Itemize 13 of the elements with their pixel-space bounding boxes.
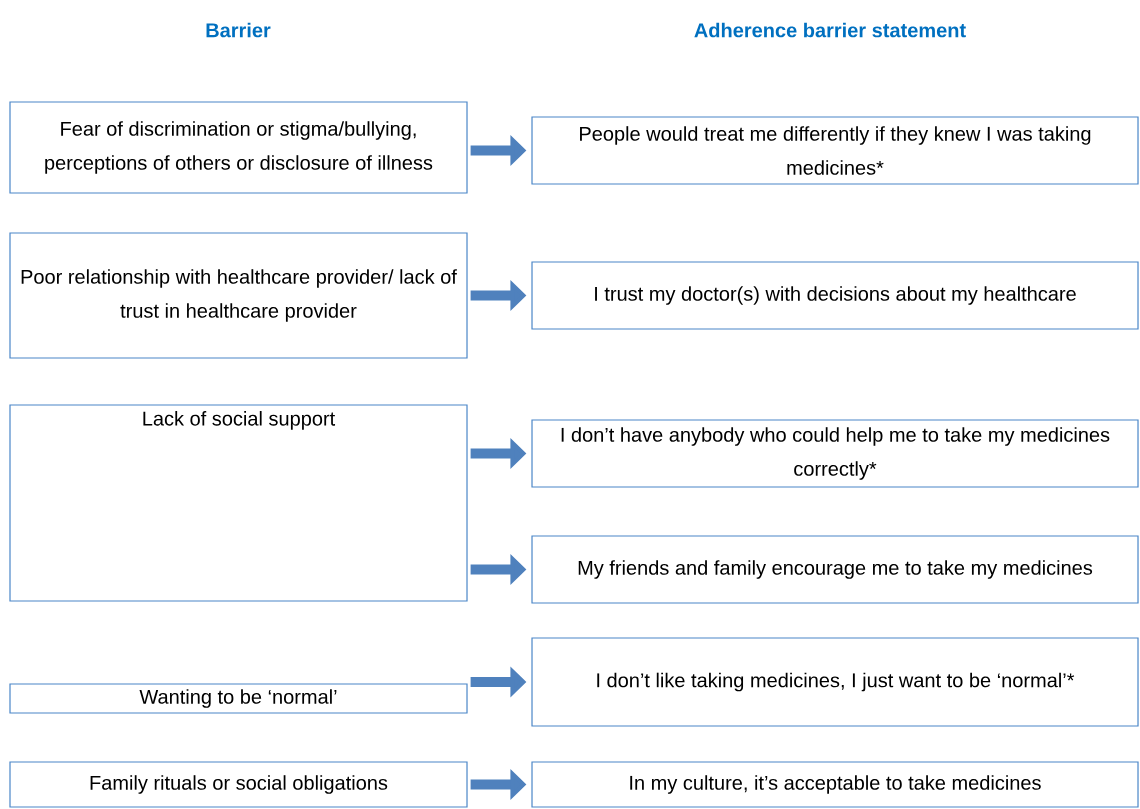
text-box: I don’t have anybody who could help me to take my medicines correctly* <box>531 419 1139 488</box>
text-box: People would treat me differently if they knew I was taking medicines* <box>531 116 1139 185</box>
text-box: I don’t like taking medicines, I just want to be ‘normal’* <box>531 637 1139 727</box>
text-box: My friends and family encourage me to take my medicines <box>531 535 1139 604</box>
text-box: Wanting to be ‘normal’ <box>9 683 468 714</box>
text-box: I trust my doctor(s) with decisions about my healthcare <box>531 261 1139 330</box>
text-box: Family rituals or social obligations <box>9 761 468 808</box>
text-box: In my culture, it’s acceptable to take medicines <box>531 761 1139 808</box>
text-box: Fear of discrimination or stigma/bullying, perceptions of others or disclosure of illness <box>9 101 468 194</box>
column-heading: Adherence barrier statement <box>694 22 966 38</box>
text-box: Lack of social support <box>9 404 468 602</box>
text-box: Poor relationship with healthcare provider/ lack of trust in healthcare provider <box>9 232 468 359</box>
column-heading: Barrier <box>206 22 271 38</box>
